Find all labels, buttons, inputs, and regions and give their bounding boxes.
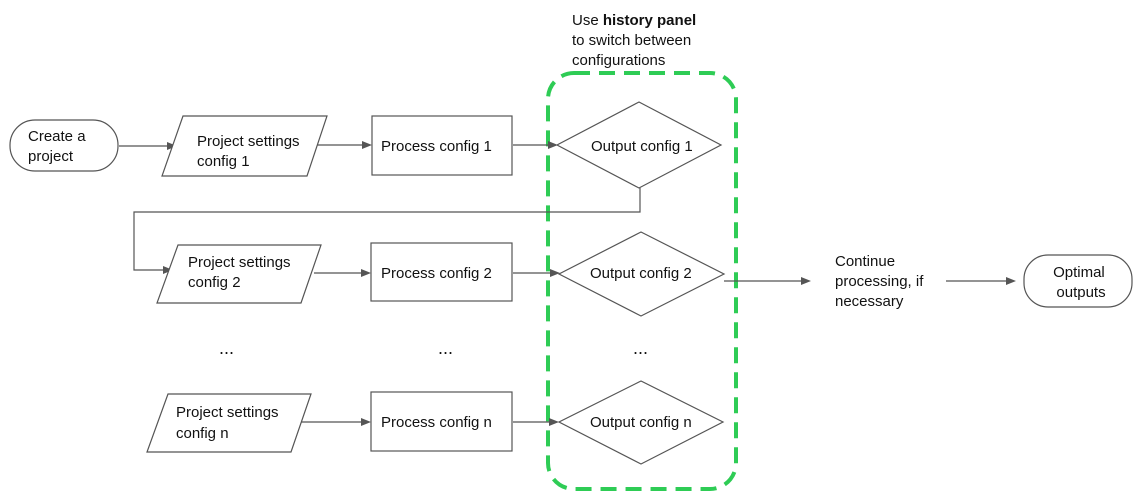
node-project-settings-2: Project settings config 2	[156, 244, 322, 304]
output-config-1-label: Output config 1	[591, 138, 693, 155]
output-config-1-shape	[555, 101, 723, 189]
ellipsis-settings-column: ...	[219, 338, 234, 358]
ellipsis-process-column: ...	[438, 338, 453, 358]
create-project-label-line-2: project	[28, 148, 74, 165]
history-panel-note-line-3: configurations	[572, 52, 665, 69]
create-project-label: Create a project	[28, 128, 90, 165]
project-settings-1-label: Project settings config 1	[197, 133, 304, 170]
node-optimal-outputs: Optimal outputs	[1023, 254, 1133, 308]
project-settings-2-label-line-2: config 2	[188, 274, 241, 291]
ellipsis-output-column: ...	[633, 338, 648, 358]
node-project-settings-1: Project settings config 1	[161, 115, 328, 177]
process-config-2-label: Process config 2	[381, 265, 492, 282]
project-settings-n-shape	[146, 393, 312, 453]
node-output-config-n: Output config n	[557, 380, 725, 465]
arrowhead-process-2-to-output-2	[550, 269, 560, 277]
project-settings-1-label-line-1: Project settings	[197, 133, 300, 150]
node-output-config-2: Output config 2	[557, 231, 726, 317]
process-config-n-label: Process config n	[381, 414, 492, 431]
node-process-config-n: Process config n	[370, 391, 513, 452]
optimal-outputs-shape	[1023, 254, 1133, 308]
project-settings-n-label-line-1: Project settings	[176, 404, 279, 421]
arrowhead-settings-1-to-process-1	[362, 141, 372, 149]
edges	[119, 141, 1016, 426]
node-process-config-1: Process config 1	[371, 115, 513, 176]
arrowhead-continue-to-optimal	[1006, 277, 1016, 285]
optimal-outputs-label-line-2: outputs	[1056, 284, 1105, 301]
arrowhead-output-1-to-settings-2	[163, 266, 173, 274]
project-settings-2-label-line-1: Project settings	[188, 254, 291, 271]
node-project-settings-n: Project settings config n	[146, 393, 312, 453]
output-config-n-label: Output config n	[590, 414, 692, 431]
output-config-n-shape	[557, 380, 725, 465]
node-process-config-2: Process config 2	[370, 242, 513, 302]
node-continue-processing: Continue processing, if necessary	[835, 253, 928, 310]
project-settings-n-label: Project settings config n	[176, 404, 283, 442]
process-config-n-shape	[370, 391, 513, 452]
optimal-outputs-label-line-1: Optimal	[1053, 264, 1105, 281]
edge-output-1-to-settings-2	[133, 188, 641, 271]
arrowhead-output-2-to-continue	[801, 277, 811, 285]
arrowhead-settings-2-to-process-2	[361, 269, 371, 277]
project-settings-2-shape	[156, 244, 322, 304]
arrowhead-settings-n-to-process-n	[361, 418, 371, 426]
continue-processing-label-line-3: necessary	[835, 293, 904, 310]
continue-processing-label-line-2: processing, if	[835, 273, 924, 290]
process-config-1-label: Process config 1	[381, 138, 492, 155]
node-output-config-1: Output config 1	[555, 101, 723, 189]
continue-processing-label: Continue processing, if necessary	[835, 253, 928, 310]
arrowhead-process-n-to-output-n	[549, 418, 559, 426]
note-bold-text: history panel	[603, 12, 696, 29]
nodes: Create a project Project settings config…	[9, 101, 1133, 465]
arrowhead-process-1-to-output-1	[548, 141, 558, 149]
ellipsis-group: ... ... ...	[219, 338, 648, 358]
optimal-outputs-label: Optimal outputs	[1053, 264, 1109, 301]
output-config-2-label: Output config 2	[590, 265, 692, 282]
create-project-label-line-1: Create a	[28, 128, 86, 145]
output-config-2-shape	[557, 231, 726, 317]
process-config-1-shape	[371, 115, 513, 176]
create-project-shape	[9, 119, 119, 172]
project-settings-1-label-line-2: config 1	[197, 153, 250, 170]
history-panel-note-line-2: to switch between	[572, 32, 691, 49]
node-create-project: Create a project	[9, 119, 119, 172]
process-config-2-shape	[370, 242, 513, 302]
project-settings-2-label: Project settings config 2	[188, 254, 295, 291]
note-prefix: Use	[572, 12, 603, 29]
project-settings-n-label-line-2: config n	[176, 425, 229, 442]
project-settings-1-shape	[161, 115, 328, 177]
continue-processing-label-line-1: Continue	[835, 253, 895, 270]
history-panel-note: Use history panel	[572, 12, 696, 29]
